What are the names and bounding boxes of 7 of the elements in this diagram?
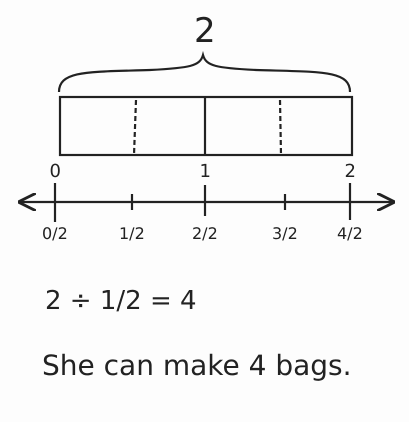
fraction-label: 2/2 [192,226,218,242]
answer-sentence: She can make 4 bags. [42,352,352,380]
fraction-label: 0/2 [42,226,68,242]
fraction-label: 4/2 [337,226,363,242]
fraction-label: 1/2 [119,226,145,242]
equation: 2 ÷ 1/2 = 4 [45,288,197,314]
fraction-label: 3/2 [272,226,298,242]
